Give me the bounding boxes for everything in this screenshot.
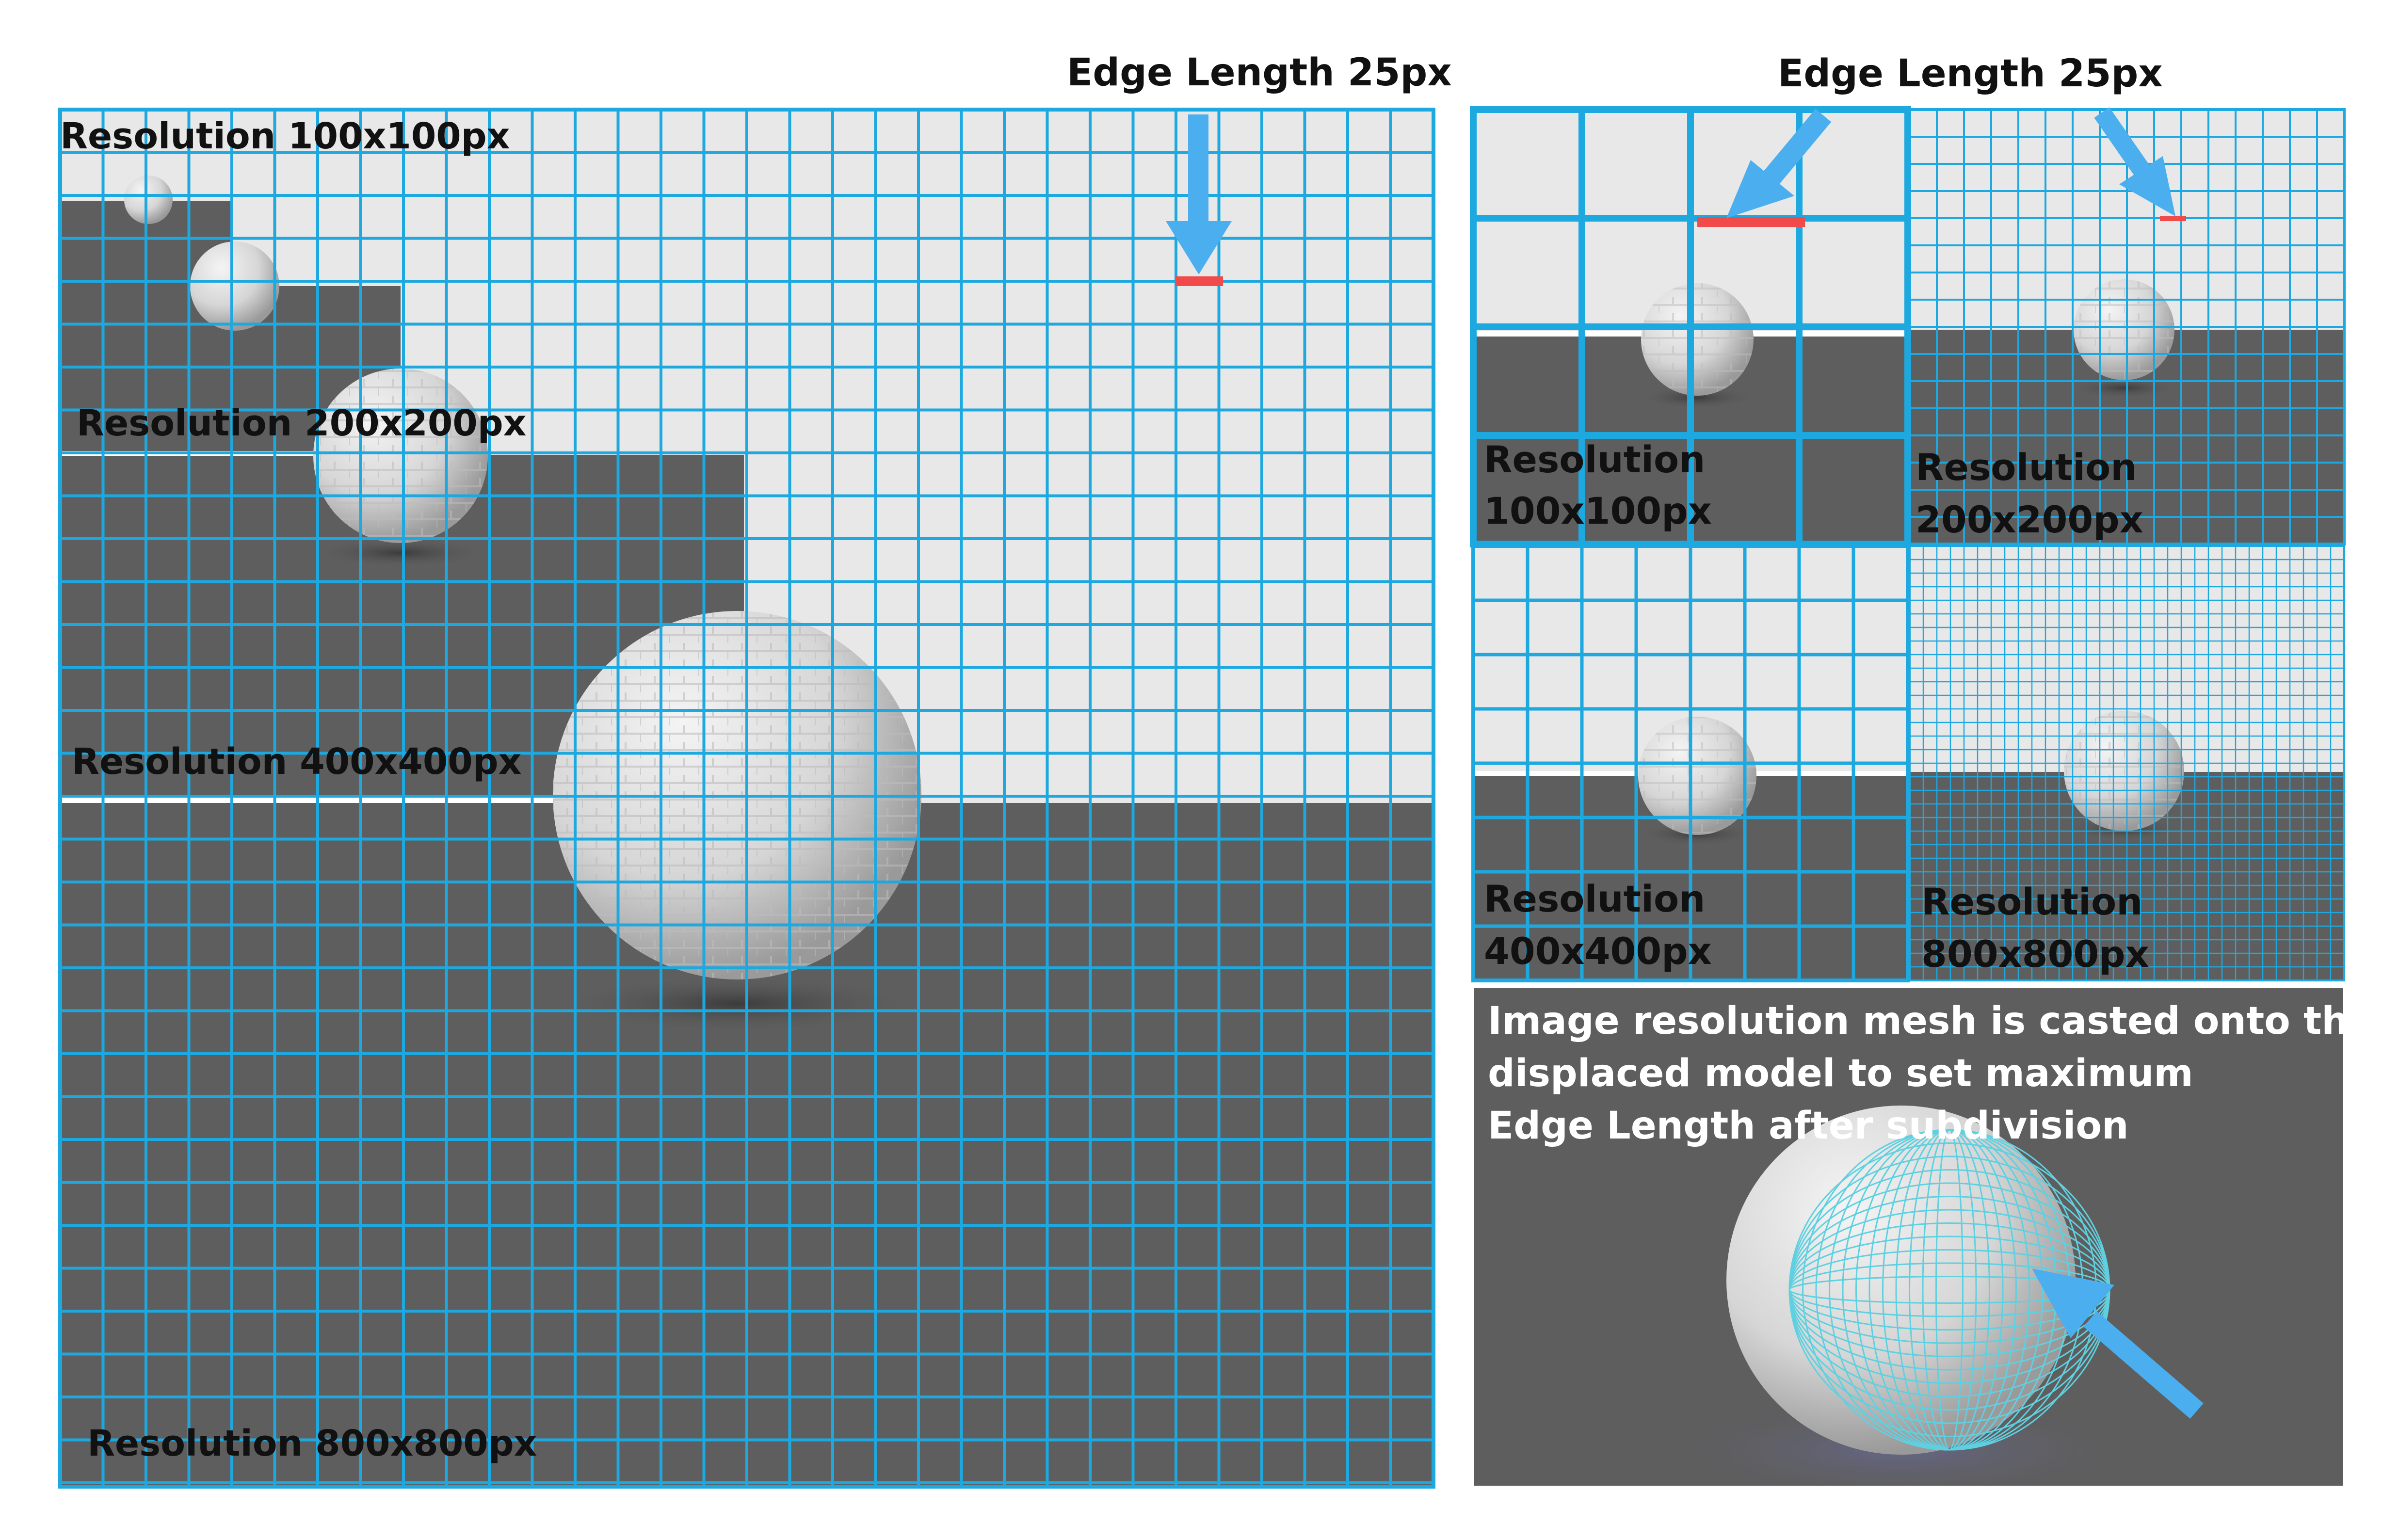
sphere-100: [124, 176, 173, 224]
caption-line-3: Edge Length after subdivision: [1488, 1104, 2129, 1148]
sphere-200: [190, 241, 279, 331]
tile-200-label-line1: Resolution: [1916, 446, 2137, 489]
tile-resolution-100: [1473, 110, 1908, 544]
label-resolution-800: Resolution 800x800px: [87, 1423, 537, 1464]
tile-800-label-line2: 800x800px: [1921, 932, 2149, 976]
diagonal-arrow-icon: [2094, 107, 2175, 216]
label-resolution-400: Resolution 400x400px: [72, 741, 522, 783]
tile-100-label-line1: Resolution: [1484, 438, 1705, 481]
tile-800-label-line1: Resolution: [1921, 880, 2142, 923]
label-resolution-100: Resolution 100x100px: [60, 115, 510, 157]
left-panel-border: [58, 108, 1435, 1489]
down-arrow-icon: [1166, 114, 1232, 274]
tile-400-border: [1471, 544, 1910, 982]
left-grid-overlay: [60, 110, 1433, 1487]
sphere-shadow-400: [313, 538, 488, 567]
left-top-annotation: Edge Length 25px: [1067, 51, 1452, 95]
tile-400-label-line1: Resolution: [1484, 877, 1705, 920]
tile-resolution-800: [1910, 546, 2344, 980]
tile-200-border: [1908, 108, 2346, 545]
tile-200-label-line2: 200x200px: [1916, 498, 2143, 541]
tile-800-border: [1909, 545, 2345, 981]
edge-length-marker: [1175, 276, 1223, 286]
tile-400-label-line2: 400x400px: [1484, 930, 1712, 973]
sphere-400-texture: [313, 369, 488, 543]
caption-panel-border: [1472, 986, 2345, 1488]
tile-resolution-200: [1910, 110, 2344, 544]
tile-resolution-400: [1473, 546, 1908, 980]
tile-200-edge-marker: [2160, 216, 2186, 221]
label-resolution-200: Resolution 200x200px: [77, 402, 527, 444]
right-resolution-tiles: Resolution 100x100px Resolution 200x200p…: [1470, 52, 2374, 1488]
right-top-annotation: Edge Length 25px: [1778, 52, 2163, 96]
caption-line-1: Image resolution mesh is casted onto the: [1488, 999, 2374, 1043]
caption-line-2: displaced model to set maximum: [1488, 1052, 2193, 1095]
tile-100-edge-marker: [1697, 217, 1805, 227]
left-resolution-stack: Edge Length 25px Resolution 100x100px Re…: [58, 51, 1452, 1489]
sphere-shadow-800: [553, 975, 921, 1033]
tile-100-label-line2: 100x100px: [1484, 489, 1712, 532]
pointer-arrow-icon: [2032, 1268, 2204, 1419]
meshed-sphere: [1726, 1106, 2076, 1455]
diagonal-arrow-icon: [1726, 109, 1832, 218]
